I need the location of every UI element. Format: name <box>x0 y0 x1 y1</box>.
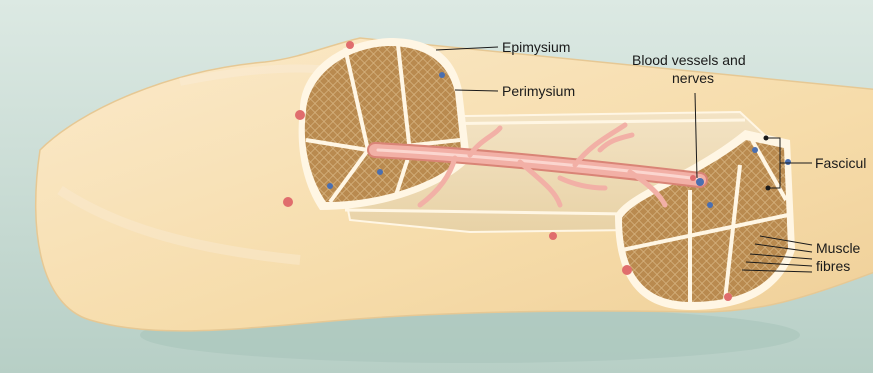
label-muscle-fibres-line2: fibres <box>816 258 850 274</box>
label-fascicle: Fascicul <box>815 155 866 171</box>
label-blood-vessels-line1: Blood vessels and <box>632 52 746 68</box>
label-perimysium: Perimysium <box>502 83 575 99</box>
label-blood-vessels-line2: nerves <box>672 70 714 86</box>
fascicle-pointer-dot <box>766 186 771 191</box>
label-epimysium: Epimysium <box>502 39 570 55</box>
label-muscle-fibres-line1: Muscle <box>816 240 860 256</box>
fascicle-pointer-dot <box>764 136 769 141</box>
